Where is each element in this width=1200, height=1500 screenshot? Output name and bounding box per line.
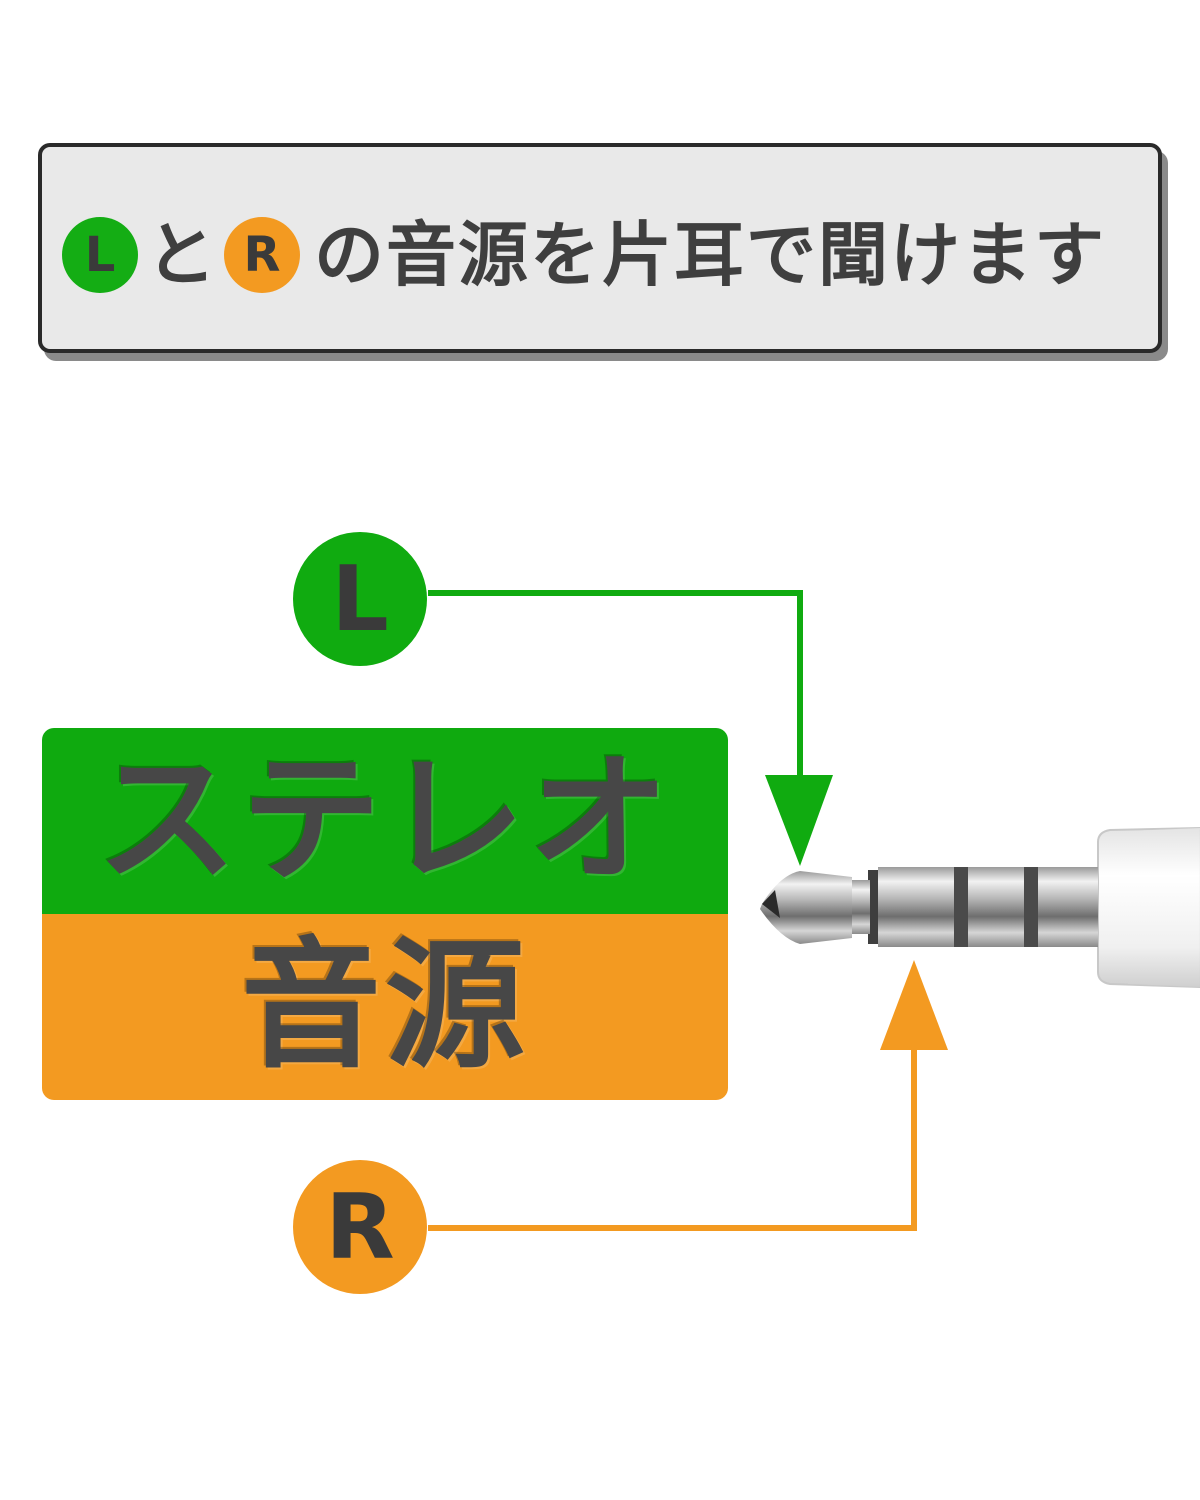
left-channel-circle: L [293,532,427,666]
title-line: L と R の音源を片耳で聞けます [62,215,1106,295]
right-channel-badge: R [224,217,300,293]
audio-plug-icon [760,826,1200,989]
title-text: の音源を片耳で聞けます [314,214,1106,296]
left-channel-badge: L [62,217,138,293]
right-channel-arrow [428,960,948,1231]
left-channel-arrow [428,590,833,866]
stereo-source-box: ステレオ 音源 [42,728,728,1100]
right-channel-circle: R [293,1160,427,1294]
source-label-panel: 音源 [42,914,728,1100]
title-connector: と [146,214,218,296]
stereo-label-panel: ステレオ [42,728,728,914]
stereo-label: ステレオ [96,739,673,902]
source-label: 音源 [240,925,529,1088]
